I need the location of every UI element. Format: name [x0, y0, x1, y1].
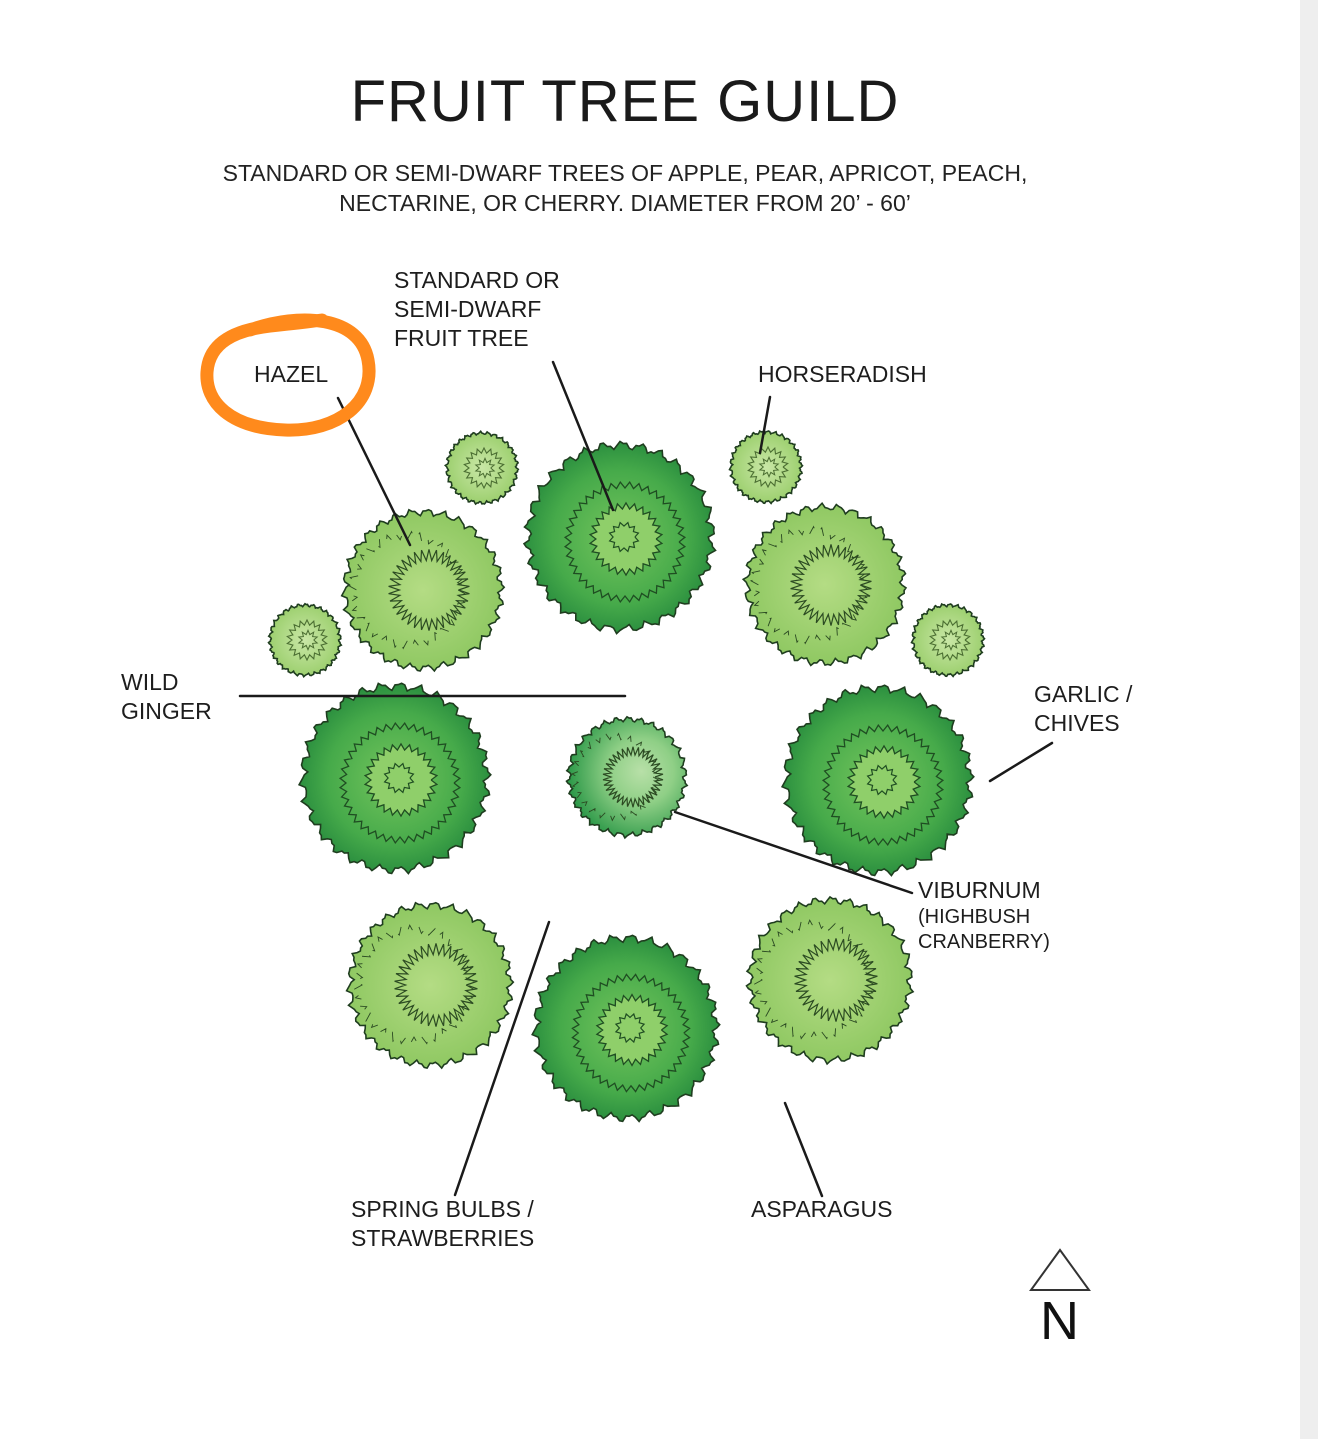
diagram-title: FRUIT TREE GUILD: [350, 69, 900, 134]
north-label: N: [1040, 1291, 1079, 1351]
leader-hazel: [336, 396, 412, 547]
label-horseradish: HORSERADISH: [758, 361, 927, 387]
label-garlic-chives: GARLIC / CHIVES: [1034, 680, 1132, 738]
small-plant-west: [267, 602, 343, 678]
shrub-canopy-southwest: [345, 901, 515, 1070]
label-viburnum: VIBURNUM (HIGHBUSH CRANBERRY): [918, 876, 1050, 955]
label-wild-ginger-line-2: GINGER: [121, 698, 212, 724]
label-viburnum-line-1: VIBURNUM: [918, 877, 1041, 903]
leader-spring-bulbs: [453, 920, 551, 1197]
label-viburnum-line-3: CRANBERRY): [918, 931, 1050, 953]
label-spring-bulbs-line-1: SPRING BULBS /: [351, 1196, 534, 1222]
fruit-tree-canopy-south: [531, 934, 721, 1123]
leader-fruit-tree: [551, 360, 615, 512]
hazel-canopy-northwest: [340, 508, 506, 673]
label-fruit-tree-line-1: STANDARD OR: [394, 267, 560, 293]
viburnum-shrub: [565, 715, 689, 840]
label-garlic-chives-line-2: CHIVES: [1034, 710, 1120, 736]
leader-garlic-chives: [988, 741, 1054, 783]
small-plant-east: [910, 602, 986, 678]
fruit-tree-canopy-north: [522, 440, 717, 635]
subtitle-line-1: STANDARD OR SEMI-DWARF TREES OF APPLE, P…: [222, 160, 1028, 186]
fruit-tree-canopy-east: [780, 684, 975, 877]
subtitle-line-2: NECTARINE, OR CHERRY. DIAMETER FROM 20’ …: [339, 190, 911, 216]
leader-horseradish: [758, 395, 772, 455]
label-fruit-tree-line-2: SEMI-DWARF: [394, 296, 542, 322]
label-spring-bulbs-line-2: STRAWBERRIES: [351, 1225, 535, 1251]
page-edge-strip: [1300, 0, 1318, 1439]
label-fruit-tree: STANDARD OR SEMI-DWARF FRUIT TREE: [394, 266, 560, 353]
label-spring-bulbs: SPRING BULBS / STRAWBERRIES: [351, 1195, 534, 1253]
label-asparagus: ASPARAGUS: [751, 1196, 893, 1222]
hazel-highlight-circle: [200, 313, 376, 437]
small-plant-north: [443, 430, 520, 506]
label-hazel: HAZEL: [254, 361, 329, 387]
shrub-canopy-southeast: [745, 895, 915, 1066]
diagram-subtitle: STANDARD OR SEMI-DWARF TREES OF APPLE, P…: [0, 158, 1250, 218]
label-wild-ginger: WILD GINGER: [121, 668, 212, 726]
label-garlic-chives-line-1: GARLIC /: [1034, 681, 1133, 707]
shrub-canopy-northeast: [741, 501, 908, 667]
label-wild-ginger-line-1: WILD: [121, 669, 179, 695]
horseradish-plant: [728, 429, 804, 505]
leader-asparagus: [783, 1101, 824, 1198]
leader-viburnum: [673, 810, 914, 895]
label-fruit-tree-line-3: FRUIT TREE: [394, 325, 529, 351]
label-viburnum-line-2: (HIGHBUSH: [918, 906, 1031, 928]
north-arrow-icon: [1029, 1248, 1091, 1291]
fruit-tree-canopy-west: [297, 682, 492, 875]
